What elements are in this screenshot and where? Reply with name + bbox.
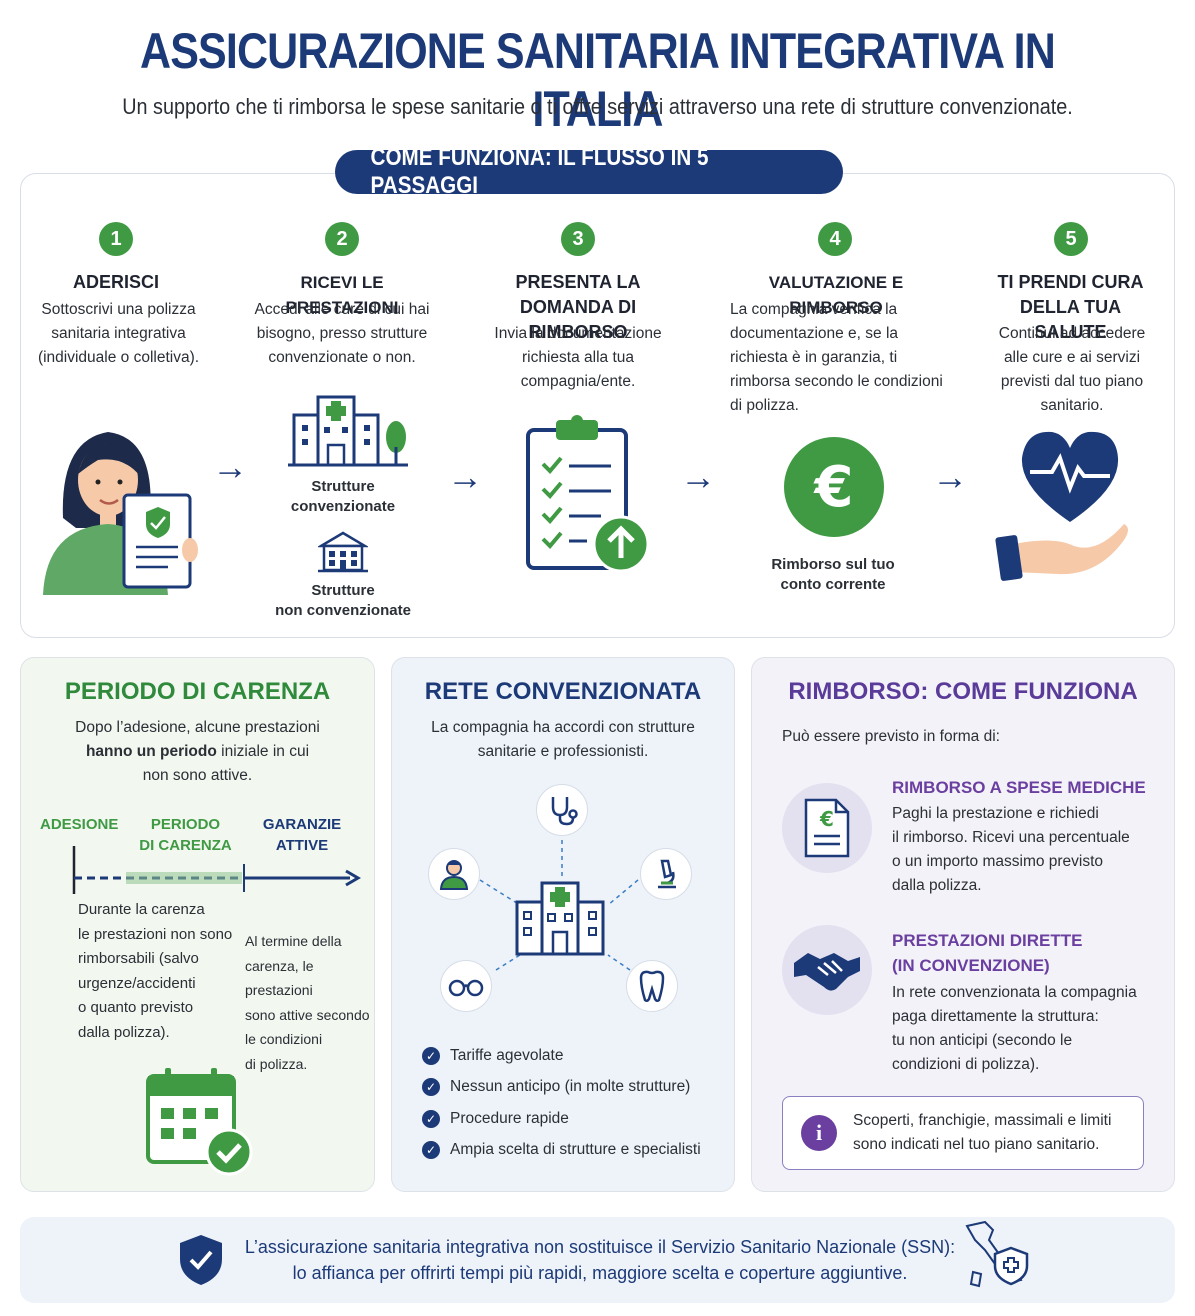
footer-banner: L’assicurazione sanitaria integrativa no… bbox=[20, 1217, 1175, 1303]
info-text: Scoperti, franchigie, massimali e limiti… bbox=[853, 1112, 1112, 1153]
network-lines bbox=[479, 840, 639, 971]
step-text-2: Accedi alle cure di cui hai bisogno, pre… bbox=[254, 301, 430, 366]
svg-text:€: € bbox=[813, 455, 854, 520]
list-item: ✓Procedure rapide bbox=[422, 1110, 569, 1128]
list-item: ✓Ampia scelta di strutture e specialisti bbox=[422, 1141, 701, 1159]
hospital-icon bbox=[288, 395, 408, 467]
flow-pill: COME FUNZIONA: IL FLUSSO IN 5 PASSAGGI bbox=[335, 144, 843, 199]
euro-icon: € bbox=[784, 437, 884, 537]
receipt-euro-icon: € bbox=[782, 783, 872, 873]
check-icon: ✓ bbox=[422, 1047, 440, 1065]
arrow-icon: → bbox=[680, 456, 716, 497]
clipboard-checklist-icon bbox=[526, 415, 650, 573]
info-box: i Scoperti, franchigie, massimali e limi… bbox=[782, 1096, 1144, 1170]
doctor-icon bbox=[428, 848, 480, 900]
step-number-3: 3 bbox=[561, 222, 595, 256]
caption-strutture-convenzionate: Strutture convenzionate bbox=[290, 478, 396, 515]
list-item: ✓Tariffe agevolate bbox=[422, 1047, 563, 1065]
building-icon bbox=[318, 531, 368, 573]
rimborso-title: RIMBORSO: COME FUNZIONA bbox=[788, 678, 1138, 705]
shield-check-icon bbox=[180, 1235, 222, 1285]
footer-text: L’assicurazione sanitaria integrativa no… bbox=[244, 1237, 956, 1283]
step-text-4: La compagnia verifica la documentazione … bbox=[730, 301, 943, 414]
hospital-hub-icon bbox=[515, 881, 605, 956]
carenza-timeline bbox=[72, 846, 361, 894]
rimborso-intro: Può essere previsto in forma di: bbox=[782, 728, 1000, 745]
opt1-title: RIMBORSO A SPESE MEDICHE bbox=[892, 778, 1146, 797]
step-title-1: ADERISCI bbox=[72, 272, 159, 292]
timeline-label-adesione: ADESIONE bbox=[40, 816, 119, 833]
stethoscope-icon bbox=[536, 784, 588, 836]
arrow-icon: → bbox=[932, 456, 968, 497]
microscope-icon bbox=[640, 848, 692, 900]
step-text-5: Continui ad accedere alle cure e ai serv… bbox=[998, 325, 1146, 414]
italy-map-shield-icon bbox=[965, 1220, 1029, 1288]
check-icon: ✓ bbox=[422, 1110, 440, 1128]
step-text-1: Sottoscrivi una polizza sanitaria integr… bbox=[37, 301, 200, 366]
carenza-intro: Dopo l’adesione, alcune prestazioni hann… bbox=[75, 719, 320, 784]
step-text-3: Invia la documentazione richiesta alla t… bbox=[494, 325, 662, 390]
step-title-2: RICEVI LE PRESTAZIONI bbox=[285, 273, 399, 317]
heart-hand-icon bbox=[995, 431, 1128, 581]
arrow-icon: → bbox=[212, 446, 248, 487]
step-number-2: 2 bbox=[325, 222, 359, 256]
step-title-3: PRESENTA LA DOMANDA DI RIMBORSO bbox=[515, 272, 641, 342]
step-title-4: VALUTAZIONE E RIMBORSO bbox=[768, 273, 904, 317]
handshake-icon bbox=[782, 925, 872, 1015]
calendar-check-icon bbox=[146, 1068, 253, 1176]
step-number-1: 1 bbox=[99, 222, 133, 256]
tooth-icon bbox=[626, 960, 678, 1012]
woman-with-document-illustration bbox=[43, 432, 198, 595]
list-item: ✓Nessun anticipo (in molte strutture) bbox=[422, 1078, 690, 1096]
arrow-icon: → bbox=[447, 456, 483, 497]
svg-text:€: € bbox=[819, 807, 834, 831]
step-number-5: 5 bbox=[1054, 222, 1088, 256]
carenza-title: PERIODO DI CARENZA bbox=[64, 678, 331, 705]
step-number-4: 4 bbox=[818, 222, 852, 256]
info-icon: i bbox=[801, 1115, 837, 1151]
rete-title: RETE CONVENZIONATA bbox=[424, 678, 702, 705]
caption-rimborso: Rimborso sul tuo conto corrente bbox=[771, 556, 895, 593]
caption-strutture-non-convenzionate: Strutture non convenzionate bbox=[275, 582, 411, 619]
check-icon: ✓ bbox=[422, 1078, 440, 1096]
page-title: ASSICURAZIONE SANITARIA INTEGRATIVA IN I… bbox=[140, 23, 1056, 137]
page-subtitle: Un supporto che ti rimborsa le spese san… bbox=[122, 94, 1073, 119]
check-icon: ✓ bbox=[422, 1141, 440, 1159]
glasses-icon bbox=[440, 960, 492, 1012]
opt2-title: PRESTAZIONI DIRETTE(IN CONVENZIONE) bbox=[892, 931, 1083, 975]
step-title-5: TI PRENDI CURA DELLA TUA SALUTE bbox=[997, 272, 1144, 342]
